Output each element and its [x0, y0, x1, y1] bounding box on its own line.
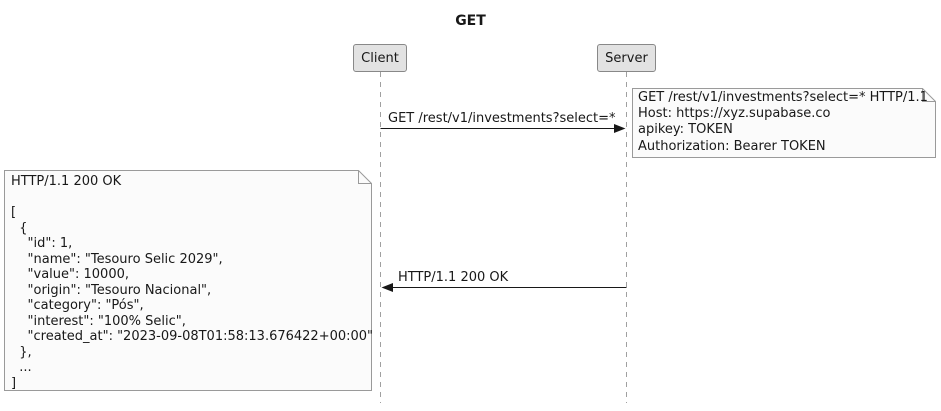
response-arrow-head: [381, 283, 393, 292]
response-message-label: HTTP/1.1 200 OK: [398, 270, 509, 285]
note-shape: [4, 170, 372, 391]
request-message-label: GET /rest/v1/investments?select=*: [388, 111, 616, 126]
note-response-body-text: HTTP/1.1 200 OK [ { "id": 1, "name": "Te…: [11, 174, 374, 391]
note-response-body: HTTP/1.1 200 OK [ { "id": 1, "name": "Te…: [4, 170, 373, 391]
participant-server: Server: [597, 44, 656, 72]
note-request-headers-text: GET /rest/v1/investments?select=* HTTP/1…: [638, 90, 928, 154]
participant-server-label: Server: [605, 50, 648, 66]
participant-client-label: Client: [361, 50, 399, 66]
participant-client: Client: [353, 44, 407, 72]
note-request-headers: GET /rest/v1/investments?select=* HTTP/1…: [632, 88, 936, 158]
note-shape: [632, 88, 936, 158]
diagram-title: GET: [455, 13, 486, 29]
request-arrow-head: [614, 124, 626, 133]
